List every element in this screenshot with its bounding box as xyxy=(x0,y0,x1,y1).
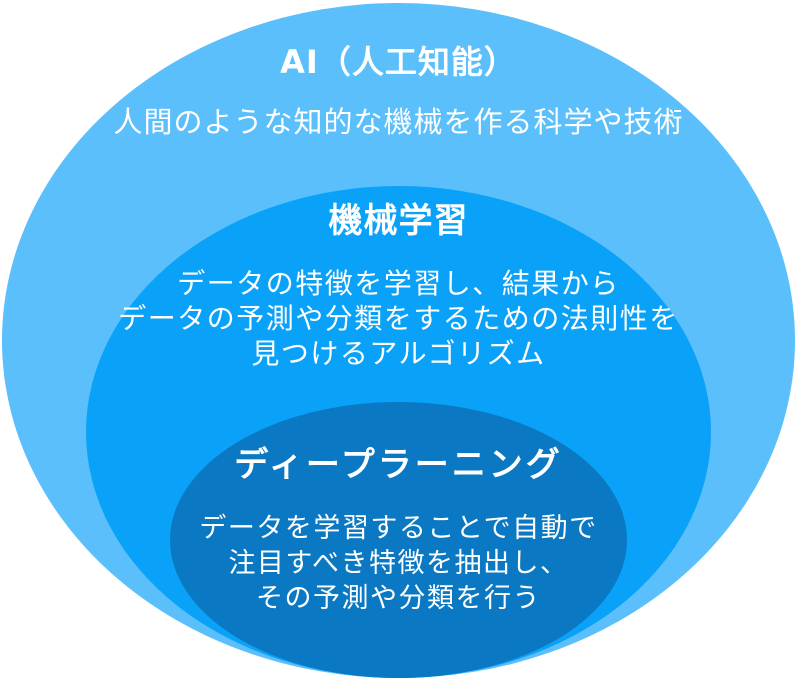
machine-learning-description: データの特徴を学習し、結果から データの予測や分類をするための法則性を 見つける… xyxy=(0,266,797,371)
description-line: その予測や分類を行う xyxy=(256,583,541,614)
description-line: データの予測や分類をするための法則性を xyxy=(118,302,679,335)
description-line: データを学習することで自動で xyxy=(199,513,598,544)
deep-learning-ellipse xyxy=(170,402,627,678)
description-line: データの特徴を学習し、結果から xyxy=(177,267,620,300)
description-line: 見つけるアルゴリズム xyxy=(251,337,546,370)
ai-title: AI（人工知能） xyxy=(280,43,517,81)
deep-learning-title: ディープラーニング xyxy=(234,445,563,485)
deep-learning-description: データを学習することで自動で 注目すべき特徴を抽出し、 その予測や分類を行う xyxy=(0,511,797,616)
description-line: 注目すべき特徴を抽出し、 xyxy=(228,548,569,579)
ai-description: 人間のような知的な機械を作る科学や技術 xyxy=(113,105,684,139)
machine-learning-title: 機械学習 xyxy=(328,201,469,241)
